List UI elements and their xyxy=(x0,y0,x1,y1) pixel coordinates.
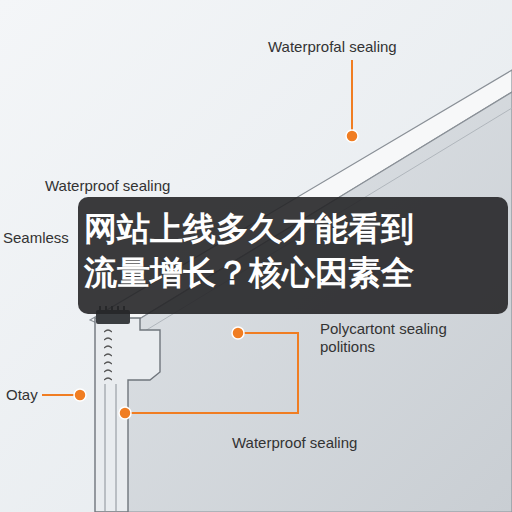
callout-label: Otay xyxy=(6,386,38,404)
callout-label: Waterprofal sealing xyxy=(268,38,397,56)
callout-label: Waterproof sealing xyxy=(232,434,357,452)
callout-label: Waterproof sealing xyxy=(45,177,170,195)
callout-label: Seamless xyxy=(3,229,69,247)
title-overlay: 网站上线多久才能看到流量增长？核心因素全 xyxy=(78,197,508,314)
callout-label: Polycartont sealing politions xyxy=(320,320,495,356)
overlay-title-text: 网站上线多久才能看到流量增长？核心因素全 xyxy=(84,207,421,295)
